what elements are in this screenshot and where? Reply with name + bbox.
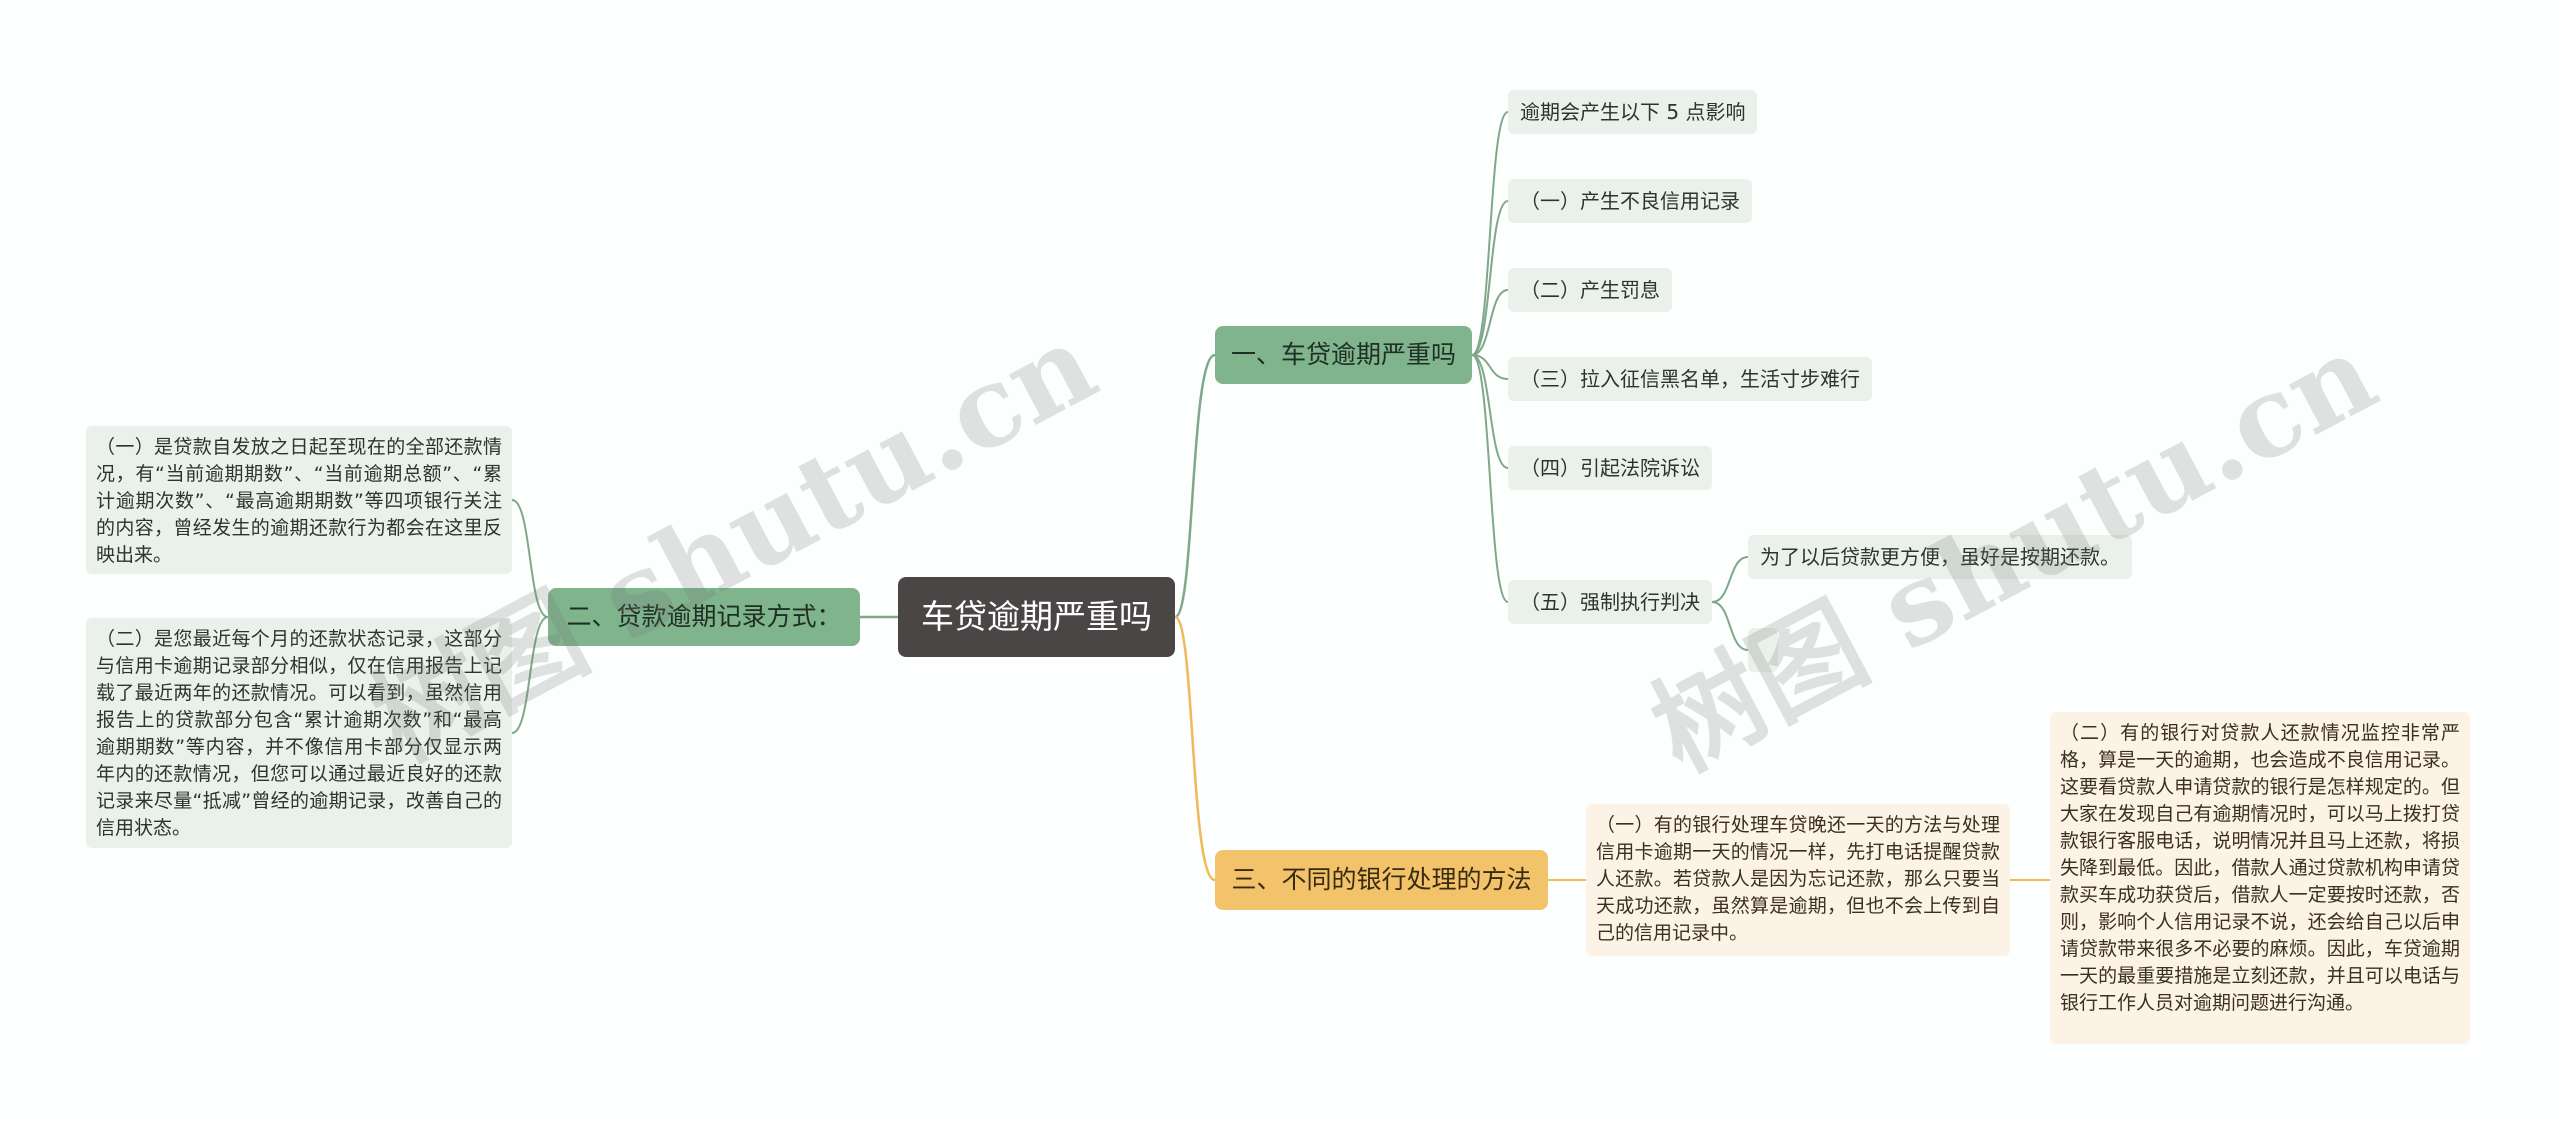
link-root-b3 <box>1174 615 1216 882</box>
leaf-blacklist-label: （三）拉入征信黑名单，生活寸步难行 <box>1520 367 1860 391</box>
link-b2-c0 <box>511 499 549 618</box>
leaf-bank-method-two[interactable]: （二）有的银行对贷款人还款情况监控非常严格，算是一天的逾期，也会造成不良信用记录… <box>2050 712 2470 1044</box>
leaf-penalty-interest-label: （二）产生罚息 <box>1520 278 1660 302</box>
leaf-bad-credit[interactable]: （一）产生不良信用记录 <box>1508 179 1752 223</box>
leaf-lawsuit-label: （四）引起法院诉讼 <box>1520 456 1700 480</box>
link-b1-c3 <box>1471 354 1509 380</box>
leaf-bank-method-one-text: （一）有的银行处理车贷晚还一天的方法与处理信用卡逾期一天的情况一样，先打电话提醒… <box>1596 814 2000 944</box>
leaf-record-part-two-text: （二）是您最近每个月的还款状态记录，这部分与信用卡逾期记录部分相似，仅在信用报告… <box>96 628 502 839</box>
leaf-enforcement[interactable]: （五）强制执行判决 <box>1508 580 1712 624</box>
leaf-bad-credit-label: （一）产生不良信用记录 <box>1520 189 1740 213</box>
leaf-five-impacts-label: 逾期会产生以下 5 点影响 <box>1520 100 1746 124</box>
root-topic-label: 车贷逾期严重吗 <box>921 597 1152 636</box>
link-root-b1 <box>1174 353 1216 619</box>
link-b1-spine <box>1471 111 1509 356</box>
link-b1-c1 <box>1471 200 1509 356</box>
leaf-enforcement-label: （五）强制执行判决 <box>1520 590 1700 614</box>
link-b1-c2 <box>1471 289 1509 356</box>
branch-record-methods[interactable]: 二、贷款逾期记录方式： <box>548 588 860 646</box>
leaf-repay-on-time-label: 为了以后贷款更方便，虽好是按期还款。 <box>1760 545 2120 569</box>
branch-serious-label: 一、车贷逾期严重吗 <box>1230 340 1456 369</box>
branch-bank-handling-label: 三、不同的银行处理的方法 <box>1231 865 1532 894</box>
branch-bank-handling[interactable]: 三、不同的银行处理的方法 <box>1215 850 1548 910</box>
leaf-record-part-one-text: （一）是贷款自发放之日起至现在的全部还款情况，有“当前逾期期数”、“当前逾期总额… <box>96 436 502 566</box>
leaf-bank-method-one[interactable]: （一）有的银行处理车贷晚还一天的方法与处理信用卡逾期一天的情况一样，先打电话提醒… <box>1586 804 2010 956</box>
leaf-repay-on-time[interactable]: 为了以后贷款更方便，虽好是按期还款。 <box>1748 535 2132 579</box>
branch-serious[interactable]: 一、车贷逾期严重吗 <box>1215 326 1472 384</box>
leaf-record-part-one[interactable]: （一）是贷款自发放之日起至现在的全部还款情况，有“当前逾期期数”、“当前逾期总额… <box>86 426 512 574</box>
leaf-five-impacts[interactable]: 逾期会产生以下 5 点影响 <box>1508 90 1758 134</box>
root-topic[interactable]: 车贷逾期严重吗 <box>898 577 1175 657</box>
link-b1-c4 <box>1471 354 1509 469</box>
leaf-lawsuit[interactable]: （四）引起法院诉讼 <box>1508 446 1712 490</box>
link-b2-c1 <box>511 616 549 734</box>
leaf-blacklist[interactable]: （三）拉入征信黑名单，生活寸步难行 <box>1508 357 1872 401</box>
leaf-bank-method-two-text: （二）有的银行对贷款人还款情况监控非常严格，算是一天的逾期，也会造成不良信用记录… <box>2060 722 2460 1014</box>
branch-record-methods-label: 二、贷款逾期记录方式： <box>566 602 842 631</box>
link-c5-s1 <box>1711 601 1749 651</box>
leaf-empty[interactable] <box>1748 628 1778 672</box>
leaf-record-part-two[interactable]: （二）是您最近每个月的还款状态记录，这部分与信用卡逾期记录部分相似，仅在信用报告… <box>86 618 512 848</box>
leaf-penalty-interest[interactable]: （二）产生罚息 <box>1508 268 1672 312</box>
link-c5-s0 <box>1711 556 1749 603</box>
link-b1-c5 <box>1471 354 1509 603</box>
